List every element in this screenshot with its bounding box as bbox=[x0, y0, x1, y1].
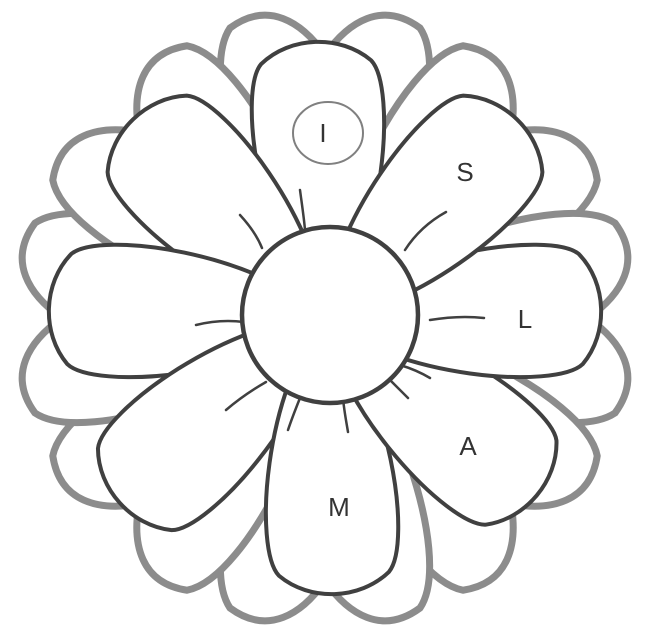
petal-letter-right: L bbox=[518, 304, 532, 334]
flower-center bbox=[242, 227, 418, 403]
petal-letter-bottom: M bbox=[328, 492, 350, 522]
petal-letter-lower-right: A bbox=[459, 431, 477, 461]
petal-letter-upper-right: S bbox=[456, 157, 473, 187]
petal-letter-top: I bbox=[319, 118, 326, 148]
